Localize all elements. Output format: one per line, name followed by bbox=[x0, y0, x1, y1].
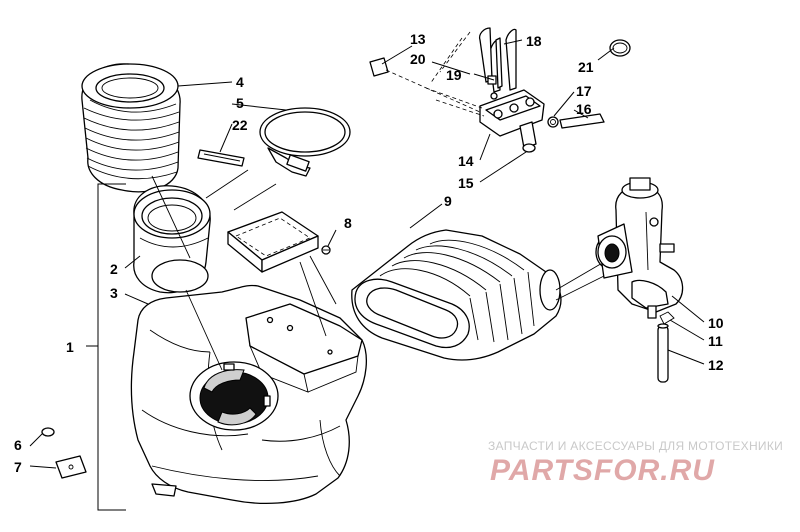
callout-22: 22 bbox=[232, 117, 248, 133]
callout-20: 20 bbox=[410, 51, 426, 67]
callout-16: 16 bbox=[576, 101, 592, 117]
part-11-clip bbox=[659, 311, 675, 325]
callout-labels: 1 2 3 4 5 6 7 8 9 10 11 12 13 14 15 16 1… bbox=[14, 31, 724, 475]
callout-3: 3 bbox=[110, 285, 118, 301]
callout-9: 9 bbox=[444, 193, 452, 209]
part-4-intake-bellows bbox=[81, 63, 181, 193]
callout-5: 5 bbox=[236, 95, 244, 111]
watermark-caption: ЗАПЧАСТИ И АКСЕССУАРЫ ДЛЯ МОТОТЕХНИКИ bbox=[488, 439, 783, 453]
part-8-screw bbox=[321, 245, 331, 255]
part-7-bracket bbox=[55, 455, 87, 479]
callout-11: 11 bbox=[708, 333, 723, 349]
part-5-clamp bbox=[259, 107, 351, 177]
callout-2: 2 bbox=[110, 261, 118, 277]
callout-6: 6 bbox=[14, 437, 22, 453]
part-17-hose-clamp bbox=[547, 116, 559, 128]
part-10-carburetor bbox=[595, 177, 684, 319]
callout-1: 1 bbox=[66, 339, 74, 355]
callout-7: 7 bbox=[14, 459, 22, 475]
part-21-spring-clip bbox=[609, 39, 631, 57]
part-9-intake-duct bbox=[351, 229, 605, 361]
callout-13: 13 bbox=[410, 31, 426, 47]
callout-15: 15 bbox=[458, 175, 474, 191]
part-12-drain-hose bbox=[657, 323, 669, 383]
part-22-gasket bbox=[197, 149, 245, 167]
leader-lines bbox=[29, 39, 705, 511]
callout-14: 14 bbox=[458, 153, 474, 169]
callout-10: 10 bbox=[708, 315, 724, 331]
callout-8: 8 bbox=[344, 215, 352, 231]
callout-19: 19 bbox=[446, 67, 462, 83]
part-3-airbox bbox=[130, 284, 368, 505]
callout-17: 17 bbox=[576, 83, 592, 99]
callout-21: 21 bbox=[578, 59, 594, 75]
watermark-logo: PARTSFOR.RU bbox=[490, 454, 715, 487]
part-6-rivet bbox=[41, 427, 55, 437]
callout-12: 12 bbox=[708, 357, 724, 373]
fuel-pump-assembly bbox=[369, 27, 545, 153]
watermark: ЗАПЧАСТИ И АКСЕССУАРЫ ДЛЯ МОТОТЕХНИКИ PA… bbox=[488, 439, 783, 487]
air-filter-element bbox=[227, 211, 319, 273]
part-2-adapter bbox=[133, 185, 211, 294]
callout-18: 18 bbox=[526, 33, 542, 49]
callout-4: 4 bbox=[236, 74, 244, 90]
part-16-fuel-hose bbox=[559, 113, 605, 129]
